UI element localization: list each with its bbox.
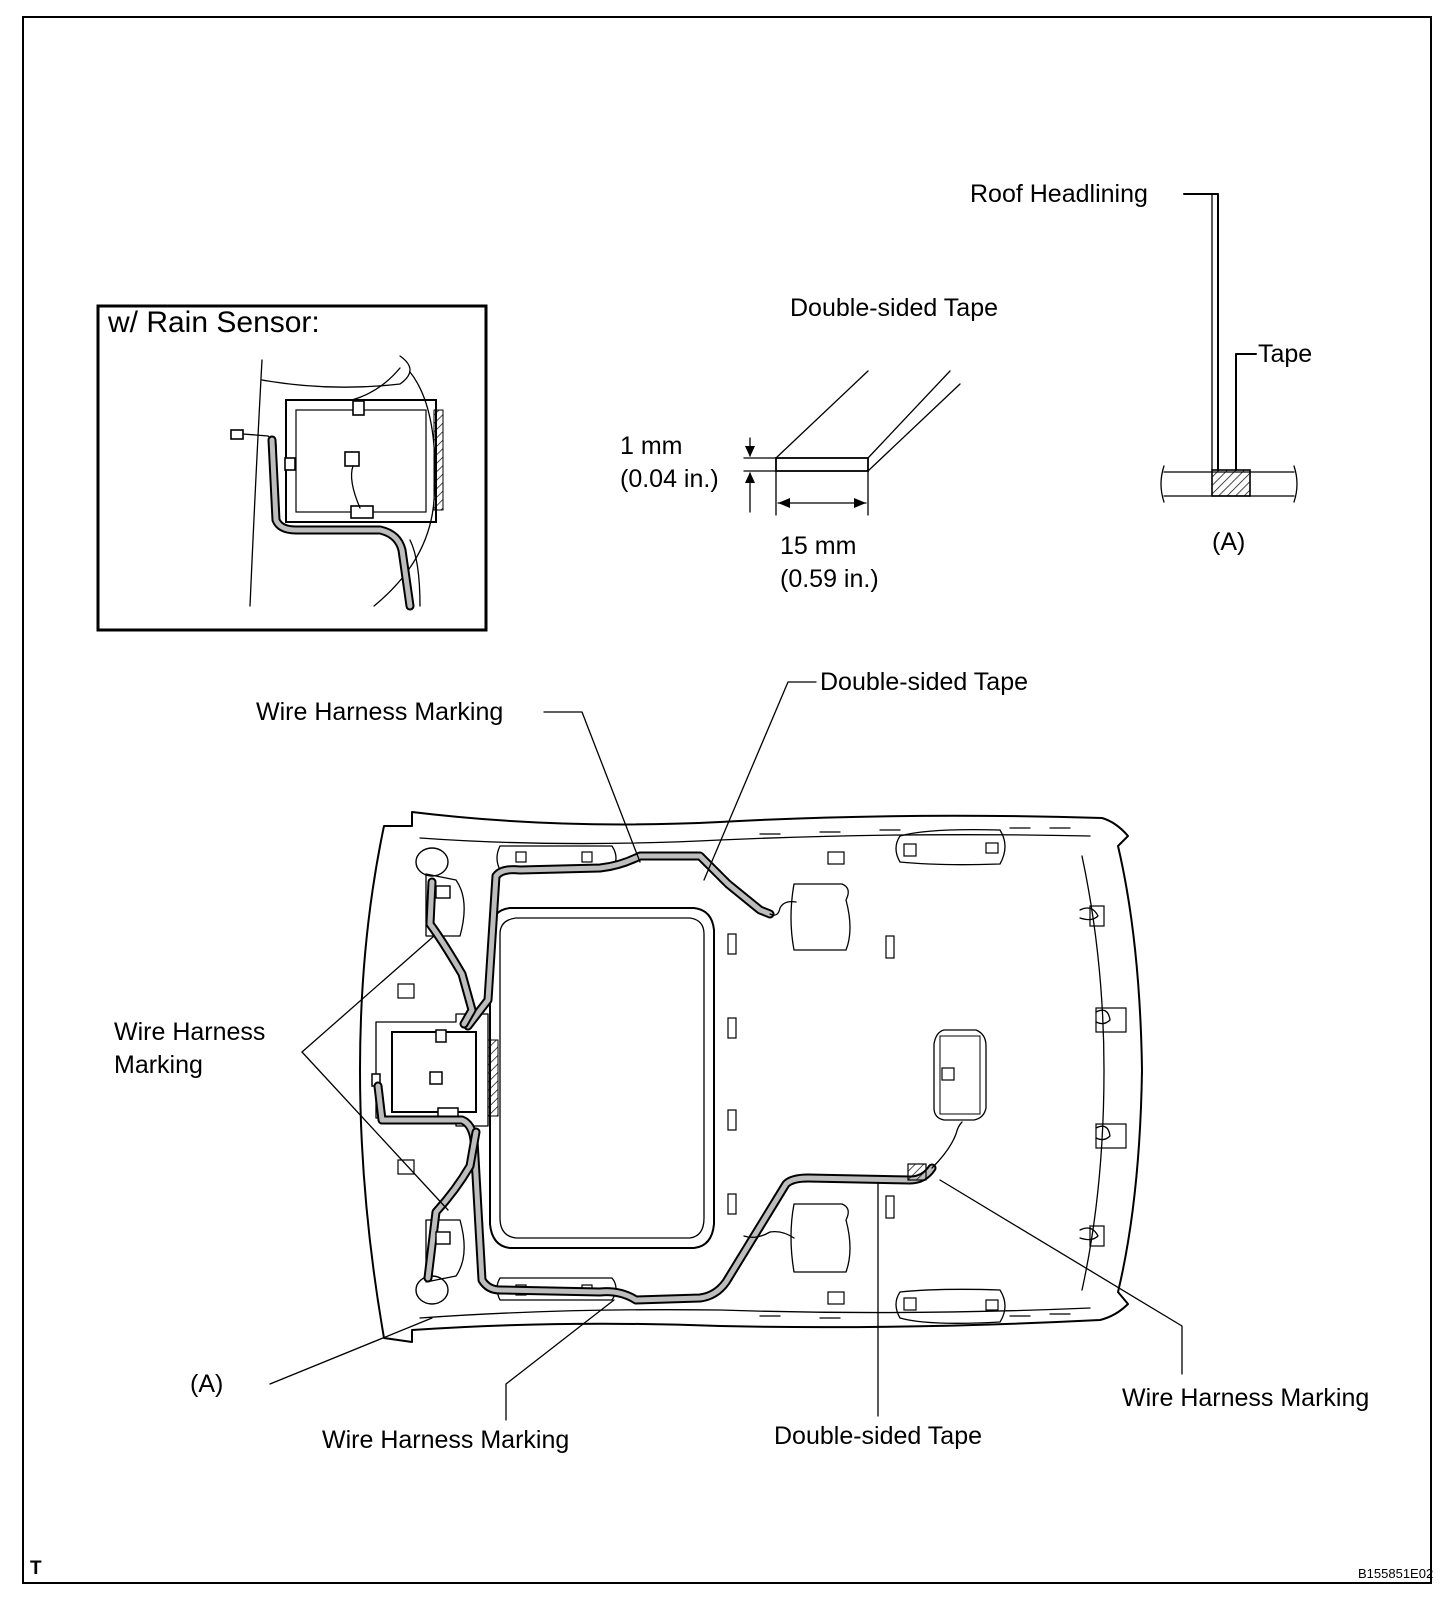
- tape-thickness-label: 1 mm (0.04 in.): [620, 432, 719, 493]
- tape-dimension-detail: [743, 370, 961, 516]
- leader-lines: [269, 681, 1183, 1421]
- figure-code: B155851E02: [1358, 1566, 1434, 1581]
- tape-detail-title: Double-sided Tape: [790, 294, 999, 322]
- double-sided-tape-label-bottom: Double-sided Tape: [774, 1422, 983, 1450]
- section-a-detail: [1160, 193, 1298, 503]
- corner-mark: T: [30, 1558, 42, 1579]
- wire-harness: [373, 851, 963, 1305]
- tape-label: Tape: [1258, 340, 1313, 368]
- wire-harness-marking-label-left: Wire Harness Marking: [114, 1018, 266, 1079]
- roof-headliner: [359, 811, 1143, 1343]
- wire-harness-marking-label-right: Wire Harness Marking: [1122, 1384, 1370, 1412]
- a-marker-label: (A): [190, 1370, 224, 1398]
- wire-harness-marking-label-top: Wire Harness Marking: [256, 698, 504, 726]
- wire-harness-marking-label-bottom: Wire Harness Marking: [322, 1426, 570, 1454]
- section-a-caption: (A): [1212, 528, 1246, 556]
- tape-width-label: 15 mm (0.59 in.): [780, 532, 879, 593]
- inset-title: w/ Rain Sensor:: [108, 306, 320, 339]
- double-sided-tape-label-top: Double-sided Tape: [820, 668, 1029, 696]
- figure-frame: [22, 16, 1432, 1584]
- rain-sensor-inset: [96, 304, 488, 632]
- roof-headlining-label: Roof Headlining: [970, 180, 1148, 208]
